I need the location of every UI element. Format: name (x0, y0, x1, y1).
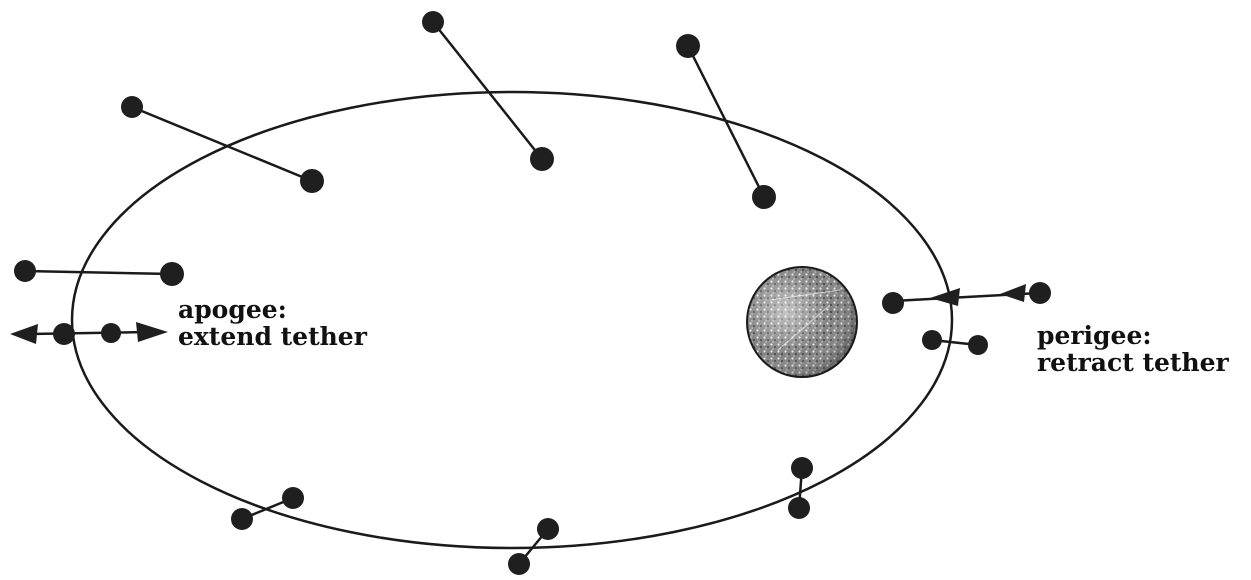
arrow-inward-icon-2 (1000, 284, 1026, 302)
perigee-action: retract tether (1037, 349, 1229, 376)
apogee-title: apogee: (178, 296, 367, 323)
perigee-satellite-short (922, 330, 988, 355)
perigee-satellite-retract (882, 282, 1051, 314)
tethered-satellite-top-right (676, 34, 776, 209)
planet (747, 267, 857, 377)
perigee-label: perigee: retract tether (1037, 322, 1229, 376)
tethered-satellite-bottom-left (231, 487, 304, 530)
arrow-inward-icon (930, 288, 960, 306)
tethered-satellite-top-center (422, 11, 554, 171)
apogee-label: apogee: extend tether (178, 296, 367, 350)
perigee-title: perigee: (1037, 322, 1229, 349)
arrow-right-icon (136, 322, 168, 342)
tethered-satellite-top-left (121, 96, 324, 193)
apogee-satellite-extend (10, 322, 168, 345)
arrow-left-icon (10, 324, 38, 344)
tethered-satellite-left (14, 260, 184, 286)
apogee-action: extend tether (178, 323, 367, 350)
